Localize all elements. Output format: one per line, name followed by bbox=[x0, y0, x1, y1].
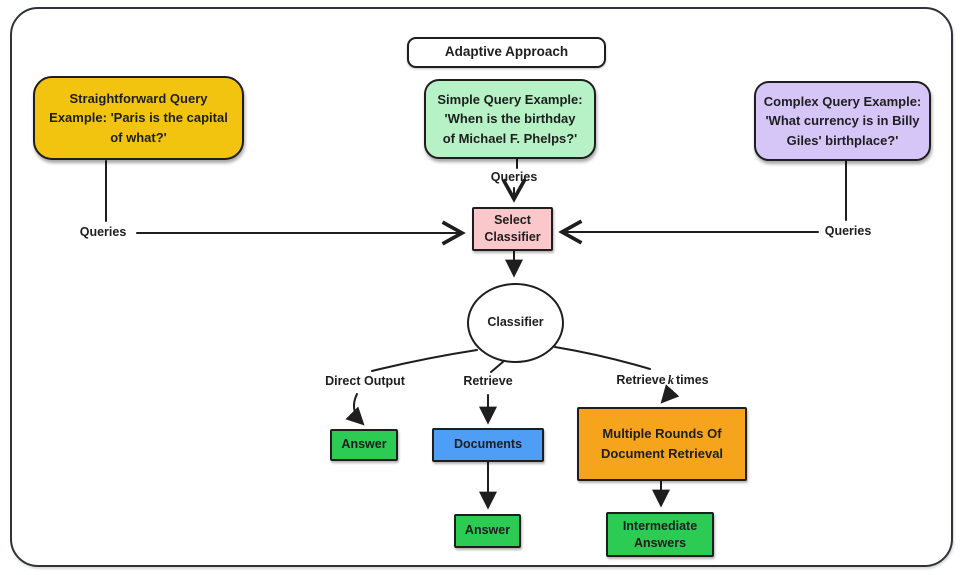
node-multiple-rounds-retrieval: Multiple Rounds Of Document Retrieval bbox=[577, 407, 747, 481]
example-line: Example: 'Paris is the capital bbox=[49, 110, 228, 126]
node-classifier-circle: Classifier bbox=[467, 283, 564, 363]
example-line: Giles' birthplace?' bbox=[786, 132, 899, 148]
edge-label-retrieve: Retrieve bbox=[463, 374, 513, 388]
node-select-classifier: Select Classifier bbox=[472, 207, 553, 251]
edge-classifier-to-direct-output bbox=[371, 349, 478, 372]
node-answer-retrieve: Answer bbox=[454, 514, 521, 548]
title-adaptive-approach: Adaptive Approach bbox=[407, 37, 606, 68]
node-label: Answer bbox=[464, 523, 511, 538]
edge-direct-output-to-answer-arrow bbox=[345, 393, 365, 426]
node-label: Answer bbox=[341, 437, 387, 452]
example-line: 'What currency is in Billy bbox=[765, 113, 920, 129]
edge-label-direct-output: Direct Output bbox=[325, 374, 405, 388]
retrieve-k-pre: Retrieve bbox=[616, 373, 666, 387]
example-line: 'When is the birthday bbox=[444, 111, 576, 127]
edge-label-queries-left: Queries bbox=[79, 225, 127, 239]
retrieve-k-var: k bbox=[667, 373, 674, 387]
node-line: Select bbox=[494, 212, 531, 227]
example-box-simple-query: Simple Query Example: 'When is the birth… bbox=[424, 79, 596, 159]
node-line: Answers bbox=[633, 535, 687, 550]
edge-retrieve-k-to-multi-rounds-arrow bbox=[660, 384, 680, 404]
node-label: Classifier bbox=[487, 315, 544, 330]
node-documents: Documents bbox=[432, 428, 544, 462]
example-line: of what?' bbox=[110, 129, 167, 145]
edge-classifier-to-retrieve bbox=[490, 360, 505, 373]
example-box-complex-query: Complex Query Example: 'What currency is… bbox=[754, 81, 931, 161]
example-line: Simple Query Example: bbox=[437, 91, 583, 107]
node-line: Document Retrieval bbox=[600, 446, 724, 461]
node-line: Classifier bbox=[484, 230, 541, 244]
edge-label-queries-top: Queries bbox=[490, 170, 538, 184]
node-line: Intermediate bbox=[622, 518, 698, 533]
node-intermediate-answers: Intermediate Answers bbox=[606, 512, 714, 557]
example-box-straightforward-query: Straightforward Query Example: 'Paris is… bbox=[33, 76, 244, 160]
edge-label-queries-right: Queries bbox=[824, 224, 872, 238]
edge-classifier-to-retrieve-k bbox=[554, 346, 651, 370]
title-label: Adaptive Approach bbox=[444, 44, 569, 60]
retrieve-k-post: times bbox=[675, 373, 709, 387]
example-line: Straightforward Query bbox=[69, 90, 208, 106]
node-answer-direct: Answer bbox=[330, 429, 398, 461]
example-line: Complex Query Example: bbox=[763, 93, 922, 109]
example-line: of Michael F. Phelps?' bbox=[442, 130, 578, 146]
node-label: Documents bbox=[453, 437, 523, 452]
node-line: Multiple Rounds Of bbox=[602, 425, 722, 441]
